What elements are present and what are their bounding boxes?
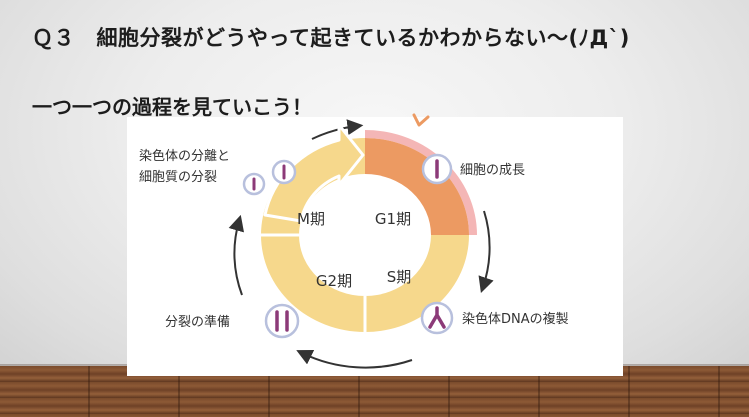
chromosome-single-icon [421, 153, 453, 185]
label-growth: 細胞の成長 [460, 163, 525, 178]
cell-cycle-svg: M期 G1期 G2期 S期 細胞の成長 染色体DNAの複製 分裂 [139, 119, 569, 369]
label-prep: 分裂の準備 [165, 314, 230, 330]
cell-cycle-diagram: M期 G1期 G2期 S期 細胞の成長 染色体DNAの複製 分裂 [127, 117, 623, 376]
g1-rim [365, 130, 477, 235]
cycle-arrow-top [311, 119, 364, 140]
m-phase-arrow [263, 123, 365, 223]
phase-label-g1: G1期 [375, 210, 411, 228]
cycle-arrow-left [228, 214, 245, 296]
label-division-line2: 細胞質の分裂 [139, 170, 217, 185]
cycle-arrow-bottom [296, 350, 413, 369]
label-division-line1: 染色体の分離と [139, 148, 230, 164]
phase-label-m: M期 [297, 210, 325, 228]
slide-subtitle: 一つ一つの過程を見ていこう！ [32, 95, 312, 119]
chromosome-pair-icon [264, 303, 300, 339]
g1-segment [365, 138, 469, 235]
chromosome-split-icon [420, 301, 454, 335]
phase-label-s: S期 [387, 268, 412, 286]
cycle-arrow-right [478, 210, 494, 294]
pointer-mark-icon [412, 113, 430, 127]
phase-label-g2: G2期 [316, 272, 352, 290]
chromosome-dividing-icon [242, 159, 297, 196]
slide-title: Ｑ３ 細胞分裂がどうやって起きているかわからない〜(ﾉД`) [32, 26, 630, 50]
label-replication: 染色体DNAの複製 [462, 311, 569, 327]
